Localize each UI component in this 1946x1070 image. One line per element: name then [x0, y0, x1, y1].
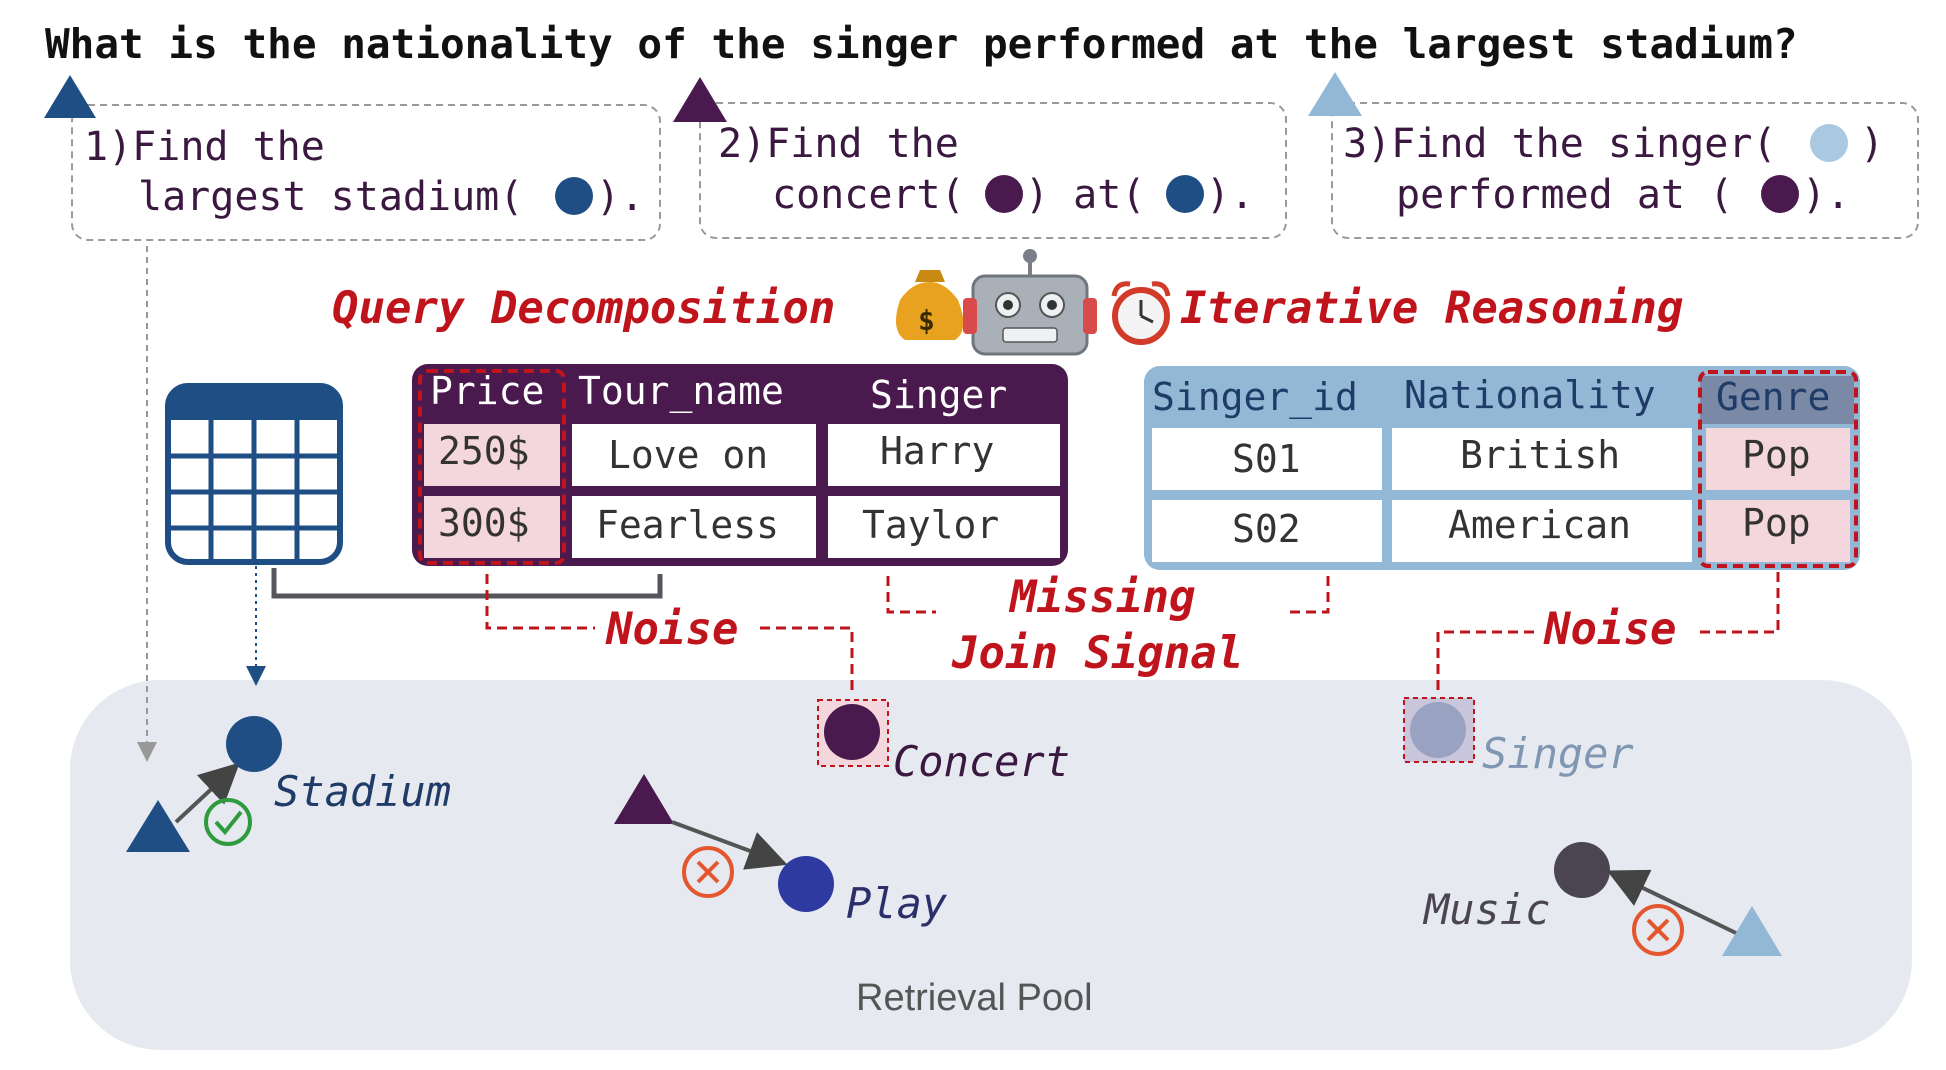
step-2-line2-mid: ) at( — [1025, 172, 1145, 218]
music-dot — [1554, 842, 1610, 898]
robot-icon — [963, 249, 1097, 356]
missing-label-line2: Join Signal — [951, 628, 1243, 679]
missing-label-line1: Missing — [1008, 572, 1195, 623]
concert-label: Concert — [893, 737, 1070, 786]
stadium-node: Stadium — [126, 716, 451, 852]
concert-cell-tour-1: Love on — [608, 433, 768, 477]
alarm-clock-icon — [1111, 281, 1171, 345]
singer-cell-genre-2: Pop — [1742, 501, 1811, 545]
singer-header-genre: Genre — [1716, 375, 1830, 419]
singer-label: Singer — [1482, 729, 1634, 778]
singer-header-nationality: Nationality — [1404, 373, 1656, 417]
music-label: Music — [1422, 885, 1550, 934]
step-2-box: 2)Find the concert( ) at( ). — [673, 77, 1287, 239]
lightblue-triangle-icon — [1308, 72, 1362, 116]
singer-cell-nat-1: British — [1460, 433, 1620, 477]
stadium-dot-icon — [555, 177, 593, 215]
step-2-line1: 2)Find the — [718, 121, 959, 167]
stadium-dot-icon-2 — [1166, 175, 1204, 213]
retrieval-pool — [70, 680, 1912, 1050]
concert-node: Concert — [817, 699, 1070, 786]
singer-node: Singer — [1403, 697, 1634, 778]
svg-text:largest stadium(: largest stadium( — [138, 174, 523, 220]
money-bag-icon: $ — [896, 270, 964, 340]
noise-right-label: Noise — [1543, 604, 1676, 655]
lightblue-query-triangle — [1722, 906, 1782, 956]
singer-cell-id-2: S02 — [1232, 507, 1301, 551]
svg-text:$: $ — [918, 304, 935, 337]
step-3-line2-post: ). — [1802, 172, 1850, 218]
noise-left-label: Noise — [605, 604, 738, 655]
singer-cell-id-1: S01 — [1232, 437, 1301, 481]
concert-cell-singer-1: Harry — [880, 429, 994, 473]
stadium-label: Stadium — [274, 767, 451, 816]
singer-cell-genre-1: Pop — [1742, 433, 1811, 477]
purple-triangle-icon — [673, 77, 727, 122]
question-title: What is the nationality of the singer pe… — [45, 20, 1798, 68]
step-1-line1: 1)Find the — [84, 124, 325, 170]
concert-header-price: Price — [430, 369, 544, 413]
stadium-dot — [226, 716, 282, 772]
concert-cell-tour-2: Fearless — [596, 503, 779, 547]
singer-table: Singer_id Nationality Genre S01 British … — [1144, 366, 1860, 570]
singer-header-id: Singer_id — [1152, 375, 1358, 420]
singer-dot — [1410, 702, 1466, 758]
concert-dot-icon-2 — [1761, 175, 1799, 213]
play-label: Play — [846, 879, 948, 928]
step-1-line2-post: ). — [596, 174, 644, 220]
concert-table: Price Tour_name Singer 250$ Love on Harr… — [412, 364, 1068, 566]
navy-query-triangle — [126, 800, 190, 852]
cross-icon — [682, 846, 734, 898]
step-3-box: 3)Find the singer( ) performed at ( ). — [1308, 72, 1919, 239]
play-dot — [778, 856, 834, 912]
step-3-line1-pre: 3)Find the singer( — [1343, 121, 1776, 167]
check-icon — [204, 798, 252, 846]
genre-noise-highlight — [1698, 370, 1858, 568]
concert-cell-price-1: 250$ — [438, 429, 530, 473]
query-decomposition-label: Query Decomposition — [332, 283, 835, 334]
step-1-line2-pre: largest stadium( — [138, 174, 523, 220]
concert-cell-price-2: 300$ — [438, 501, 530, 545]
purple-query-triangle — [614, 774, 674, 824]
step-3-line1-post: ) — [1860, 121, 1884, 167]
cross-icon-2 — [1632, 904, 1684, 956]
concert-cell-singer-2: Taylor — [862, 503, 999, 547]
singer-dot-icon — [1810, 124, 1848, 162]
singer-cell-nat-2: American — [1448, 503, 1631, 547]
concert-dot — [824, 704, 880, 760]
music-node: Music — [1422, 842, 1782, 956]
retrieval-pool-title: Retrieval Pool — [856, 977, 1093, 1019]
step-1-box: 1)Find the largest stadium( ). — [44, 75, 661, 241]
navy-triangle-icon — [44, 75, 96, 118]
price-noise-highlight — [418, 369, 566, 565]
concert-dot-icon — [985, 175, 1023, 213]
play-node: Play — [614, 774, 948, 928]
concert-header-singer: Singer — [870, 373, 1007, 417]
iterative-reasoning-label: Iterative Reasoning — [1180, 283, 1683, 334]
step-3-line2-pre: performed at ( — [1396, 172, 1733, 218]
concert-header-tour: Tour_name — [578, 369, 784, 414]
step-2-line2-post: ). — [1206, 172, 1254, 218]
step-2-line2-pre: concert( — [772, 172, 965, 218]
table-icon — [165, 383, 343, 565]
